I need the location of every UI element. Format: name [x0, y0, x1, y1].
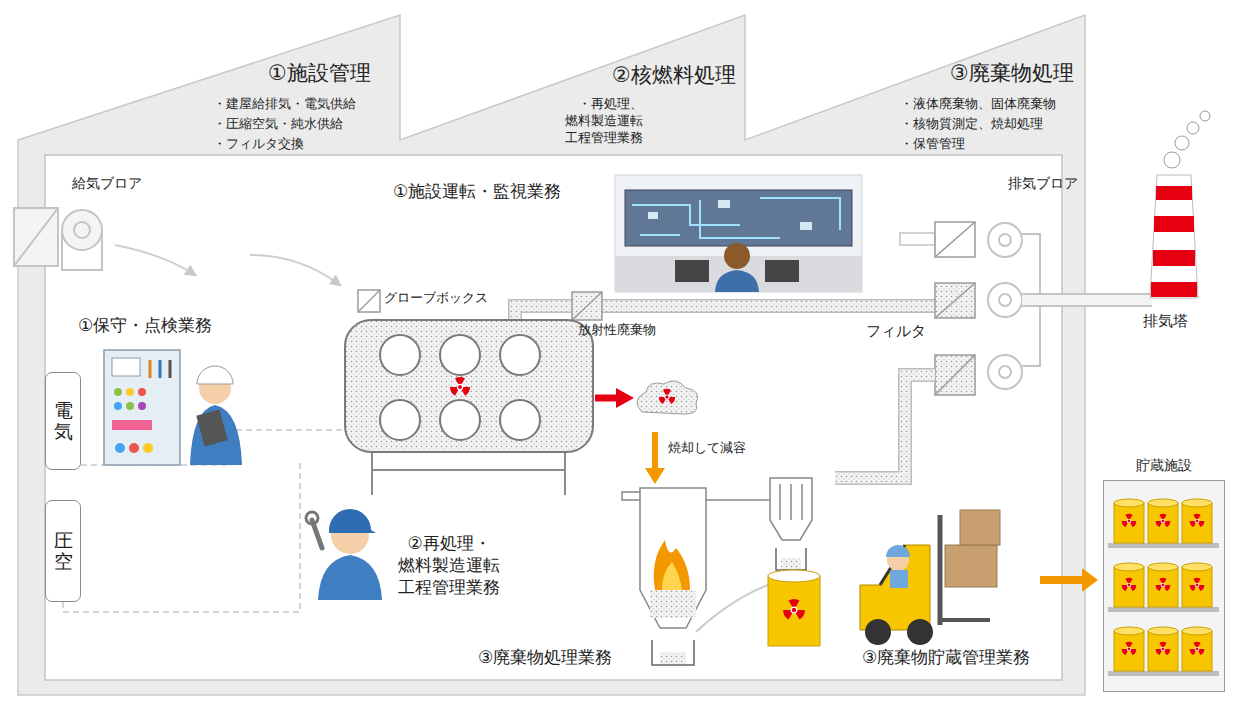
building-interior	[45, 155, 1062, 680]
waste-drum	[768, 570, 820, 646]
text-label: 給気ブロア	[72, 174, 142, 192]
text-label: ・再処理、燃料製造運転 工程管理業務	[565, 96, 643, 147]
text-label: 焼却して減容	[668, 440, 746, 457]
transfer-arrow	[1082, 568, 1098, 592]
forklift	[860, 510, 1000, 645]
waste-drum	[1148, 627, 1178, 671]
text-label: 放射性廃棄物	[578, 322, 656, 339]
text-label: ③廃棄物貯蔵管理業務	[862, 646, 1030, 668]
text-label: ①施設運転・監視業務	[393, 180, 561, 202]
text-label: ①保守・点検業務	[78, 314, 212, 336]
waste-drum	[1114, 499, 1144, 543]
node-label: 電気	[54, 400, 73, 442]
storage-shelves	[1104, 481, 1223, 690]
text-label: ・フィルタ交換	[213, 136, 304, 153]
section-heading: ①施設管理	[268, 60, 371, 87]
duct-filter	[572, 292, 602, 320]
waste-cloud	[637, 381, 698, 414]
text-label: ・建屋給排気・電気供給	[213, 96, 356, 113]
waste-drum	[1182, 563, 1212, 607]
text-label: グローブボックス	[384, 290, 488, 307]
text-label: ・圧縮空気・純水供給	[213, 116, 343, 133]
text-label: ・液体廃棄物、固体廃棄物	[900, 96, 1056, 113]
waste-drum	[1114, 563, 1144, 607]
incinerate-arrow	[645, 468, 665, 484]
process-worker	[306, 509, 382, 600]
waste-arrow	[616, 388, 634, 408]
waste-drum	[1182, 627, 1212, 671]
text-label: ・核物質測定、焼却処理	[900, 116, 1043, 133]
exhaust-stack	[1150, 111, 1210, 298]
waste-drum	[1148, 499, 1178, 543]
maintenance-worker	[190, 366, 242, 465]
inlet-filter	[358, 290, 380, 312]
text-label: ・保管管理	[900, 136, 965, 153]
text-label: 排気塔	[1143, 312, 1188, 332]
text-label: 排気ブロア	[1008, 174, 1078, 192]
exhaust-duct	[835, 375, 935, 478]
utility-box: 圧空	[45, 500, 81, 602]
incinerate-arrow	[652, 432, 658, 470]
shelf	[1108, 607, 1219, 612]
section-heading: ②核燃料処理	[612, 62, 736, 89]
stack-duct	[1022, 293, 1152, 307]
node-label: 圧空	[54, 530, 73, 572]
control-room	[615, 175, 862, 292]
node-heading: 貯蔵施設	[1104, 457, 1224, 475]
supply-blower	[14, 208, 102, 270]
waste-drum	[1148, 563, 1178, 607]
waste-arrow	[595, 395, 618, 402]
text-label: ②再処理・燃料製造運転 工程管理業務	[398, 532, 500, 598]
air-flow-arrow	[115, 245, 195, 275]
transfer-arrow	[1040, 576, 1082, 584]
section-heading: ③廃棄物処理	[950, 60, 1074, 87]
utility-line	[63, 462, 300, 612]
glovebox	[345, 320, 593, 495]
building-outline	[18, 15, 1085, 695]
waste-drum	[1182, 499, 1212, 543]
text-label: フィルタ	[866, 322, 926, 342]
utility-box: 電気	[45, 372, 81, 470]
ash-flow	[696, 585, 768, 632]
exhaust-duct	[835, 375, 935, 478]
text-label: ③廃棄物処理業務	[478, 646, 612, 668]
shelf	[1108, 671, 1219, 676]
waste-drum	[1114, 627, 1144, 671]
maintenance-panel	[104, 350, 180, 465]
storage-facility: 貯蔵施設	[1103, 480, 1225, 692]
stack-duct	[1022, 295, 1152, 305]
air-flow-arrow	[250, 255, 340, 285]
shelf	[1108, 543, 1219, 548]
